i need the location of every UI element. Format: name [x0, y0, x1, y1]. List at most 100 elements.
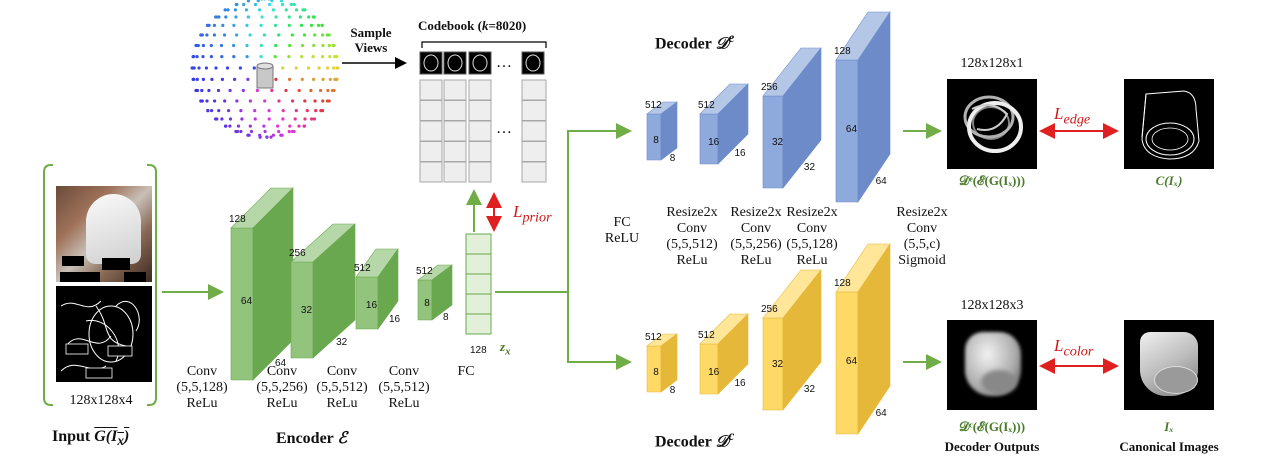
view-point [314, 109, 318, 113]
codebook-title-suffix: =8020) [488, 18, 527, 33]
encoder-caption: Conv(5,5,256)ReLu [250, 364, 314, 412]
view-point [253, 109, 257, 113]
input-title-prefix: Input [52, 428, 95, 445]
view-point [239, 129, 243, 134]
view-point [220, 55, 224, 59]
encoder-height-label: 16 [389, 313, 401, 325]
view-point [267, 0, 270, 1]
view-point [213, 99, 217, 103]
view-point [235, 33, 239, 37]
decoder-c-output-size: 128x128x3 [960, 298, 1024, 313]
decoder-e-title: Decoder 𝒟e [655, 30, 734, 54]
latent-cell [465, 273, 492, 295]
view-point [312, 117, 316, 121]
view-point [214, 117, 218, 121]
view-point [246, 0, 250, 3]
decoder-e-width-label: 16 [708, 136, 720, 148]
view-point [252, 66, 256, 70]
view-point [327, 43, 331, 48]
view-point [236, 124, 241, 128]
decoder-c-title: Decoder 𝒟c [655, 428, 734, 452]
encoder-width-label: 16 [365, 300, 378, 312]
decoder-caption-line: ReLU [604, 231, 640, 247]
view-point [302, 33, 307, 37]
color-loss-sub: color [1063, 343, 1094, 360]
view-point [226, 8, 230, 12]
codebook-cell [521, 141, 547, 162]
view-point [201, 43, 205, 48]
view-point [214, 66, 218, 70]
view-point [260, 15, 264, 19]
view-point [258, 133, 262, 137]
view-point [300, 55, 304, 59]
view-point [260, 0, 263, 1]
view-point [311, 15, 315, 19]
decoder-e-title-prefix: Decoder [655, 35, 716, 53]
encoder-caption: Conv(5,5,512)ReLu [310, 364, 374, 412]
latent-cell [465, 293, 492, 315]
view-point [219, 43, 224, 48]
decoder-e-height-label: 16 [734, 147, 746, 159]
view-point [274, 15, 278, 19]
codebook-thumbnails [419, 51, 545, 75]
input-expr-close: ) [124, 428, 130, 445]
decoder-c-block-side [660, 333, 678, 393]
view-point [259, 43, 263, 48]
view-point [311, 55, 315, 59]
view-point [298, 15, 302, 19]
view-point [191, 77, 195, 81]
decoder-caption-line: Resize2x [786, 205, 838, 220]
view-point [221, 23, 225, 27]
view-point [228, 88, 232, 93]
view-point [287, 15, 291, 19]
view-point [312, 43, 316, 48]
view-point [263, 0, 266, 1]
view-point [273, 55, 277, 59]
view-point [300, 43, 305, 48]
decoder-c-depth-label: 256 [761, 304, 778, 315]
view-point [309, 88, 313, 93]
decoder-c-width-label: 16 [708, 366, 720, 378]
latent-z: z [500, 339, 506, 354]
encoder-caption-line: ReLu [266, 396, 298, 412]
view-point [310, 117, 314, 121]
view-point [269, 0, 272, 1]
view-point [288, 124, 292, 128]
codebook-cell [443, 79, 467, 101]
view-point [277, 129, 281, 134]
decoder-c-output-caption: Decoder Outputs [944, 439, 1040, 454]
view-point [306, 66, 311, 70]
encoder-caption: Conv(5,5,512)ReLu [372, 364, 436, 412]
view-point [263, 99, 267, 103]
view-point [216, 88, 221, 93]
decoder-e-height-label: 64 [875, 175, 887, 187]
view-point [294, 66, 298, 70]
input-size-label: 128x128x4 [69, 393, 133, 408]
encoder-depth-label: 128 [229, 214, 246, 225]
encoder-height-label: 64 [275, 358, 287, 369]
view-point [262, 33, 266, 37]
view-point [215, 15, 219, 19]
view-point [238, 66, 242, 70]
decoder-e-width-label: 8 [653, 134, 659, 146]
codebook-grid-ellipsis: … [496, 120, 512, 137]
codebook-cell [521, 100, 547, 121]
view-point [269, 135, 273, 139]
latent-cell [465, 313, 492, 335]
view-point [210, 109, 214, 113]
decoder-c-symbol: 𝒟 [715, 433, 729, 451]
codebook-cell [521, 120, 547, 142]
encoder-width-label: 32 [300, 305, 313, 317]
view-point [240, 117, 244, 121]
view-point [299, 23, 304, 27]
encoder-caption-line: FC [457, 364, 475, 379]
view-point [259, 23, 263, 27]
view-point [263, 129, 267, 134]
decoder-e-block-side [660, 101, 678, 161]
encoder-caption-line: (5,5,128) [176, 380, 228, 396]
view-point [234, 15, 238, 19]
input-expr-main: G(I [94, 428, 118, 445]
view-point [271, 8, 275, 12]
